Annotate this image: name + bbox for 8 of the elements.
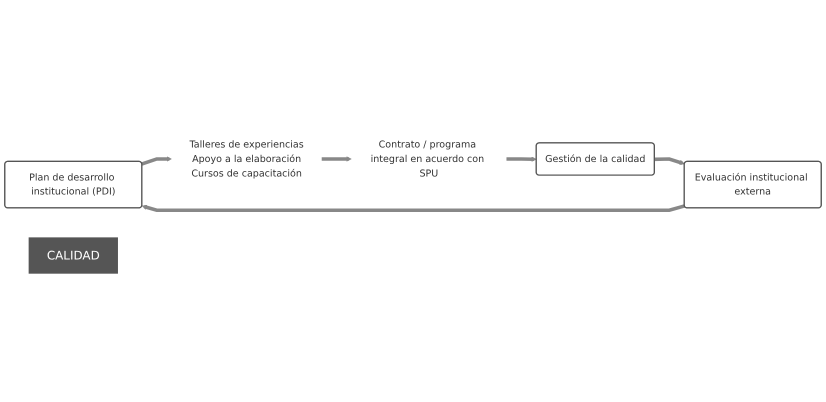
node-text: Contrato / programa integral en acuerdo con SPU: [370, 138, 484, 179]
arrow: [141, 156, 172, 166]
arrow: [506, 156, 537, 162]
arrow: [142, 204, 686, 212]
node-text: Talleres de experiencias Apoyo a la elaboración Cursos de capacitación: [190, 138, 304, 179]
node-box: CALIDAD: [28, 237, 118, 274]
arrow: [654, 157, 685, 165]
arrow: [322, 156, 352, 162]
